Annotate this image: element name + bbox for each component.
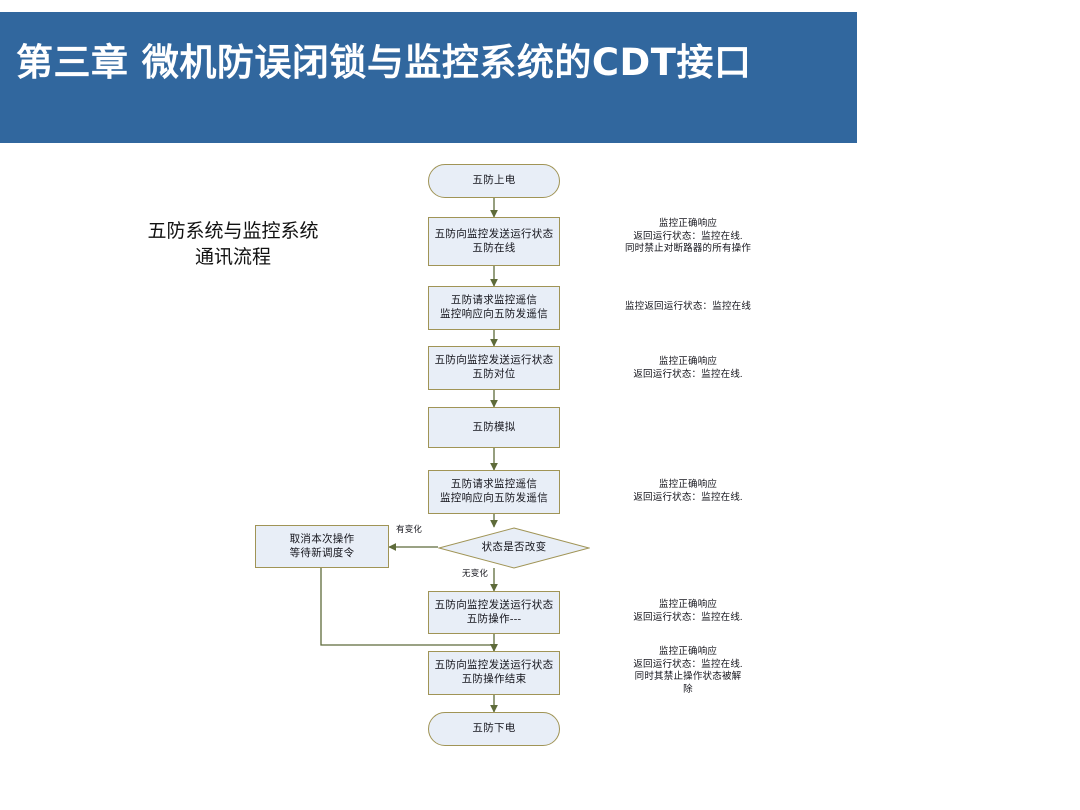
node-end-line-1: 五防下电 <box>472 723 516 734</box>
annotation-2: 监控返回运行状态：监控在线 <box>600 301 776 314</box>
node-p7-line-1: 五防向监控发送运行状态 <box>434 660 554 671</box>
node-p2-line-2: 监控响应向五防发遥信 <box>440 309 548 320</box>
edge-label-changed: 有变化 <box>396 524 423 534</box>
annotation-3-line-2: 返回运行状态：监控在线. <box>633 369 743 380</box>
node-send-status-aligned[interactable]: 五防向监控发送运行状态 五防对位 <box>428 346 560 390</box>
node-p1-line-1: 五防向监控发送运行状态 <box>434 228 554 240</box>
edge-label-unchanged: 无变化 <box>462 568 489 578</box>
annotation-4-line-2: 返回运行状态：监控在线. <box>633 492 743 503</box>
node-p1-line-2: 五防在线 <box>472 242 516 254</box>
annotation-1-line-3: 同时禁止对断路器的所有操作 <box>624 244 752 254</box>
node-send-status-operating[interactable]: 五防向监控发送运行状态 五防操作--- <box>428 591 560 634</box>
annotation-1-line-1: 监控正确响应 <box>658 219 718 229</box>
node-send-status-online[interactable]: 五防向监控发送运行状态 五防在线 <box>428 217 560 266</box>
node-p5-line-2: 监控响应向五防发遥信 <box>440 493 548 504</box>
node-cancel-line-1: 取消本次操作 <box>289 533 355 545</box>
annotation-3: 监控正确响应 返回运行状态：监控在线. <box>600 356 776 381</box>
annotation-4-line-1: 监控正确响应 <box>658 480 718 490</box>
node-p3-line-2: 五防对位 <box>472 369 516 380</box>
annotation-6: 监控正确响应 返回运行状态：监控在线. 同时其禁止操作状态被解 除 <box>600 646 776 696</box>
page-title: 第三章 微机防误闭锁与监控系统的CDT接口 <box>16 41 752 84</box>
annotation-6-line-3: 同时其禁止操作状态被解 <box>634 672 742 682</box>
annotation-6-line-2: 返回运行状态：监控在线. <box>633 659 743 670</box>
node-p2-line-1: 五防请求监控遥信 <box>450 295 538 306</box>
annotation-2-line-1: 监控返回运行状态：监控在线 <box>624 302 752 312</box>
node-p6-line-2: 五防操作--- <box>466 613 522 625</box>
node-p4-line-1: 五防模拟 <box>472 421 516 433</box>
node-decision-state-changed[interactable]: 状态是否改变 <box>438 527 590 569</box>
node-p7-line-2: 五防操作结束 <box>461 674 527 685</box>
node-start[interactable]: 五防上电 <box>428 164 560 198</box>
annotation-5-line-2: 返回运行状态：监控在线. <box>633 612 743 623</box>
node-p6-line-1: 五防向监控发送运行状态 <box>434 599 554 611</box>
node-end[interactable]: 五防下电 <box>428 712 560 746</box>
node-decision-label: 状态是否改变 <box>481 542 547 553</box>
node-start-line-1: 五防上电 <box>472 175 516 186</box>
annotation-6-line-4: 除 <box>683 684 693 695</box>
annotation-5-line-1: 监控正确响应 <box>658 600 718 610</box>
diamond-shape <box>438 527 590 569</box>
node-p3-line-1: 五防向监控发送运行状态 <box>434 355 554 366</box>
annotation-3-line-1: 监控正确响应 <box>658 357 718 367</box>
diagram-caption: 五防系统与监控系统 通讯流程 <box>108 218 358 270</box>
node-cancel-line-2: 等待新调度令 <box>289 547 355 559</box>
annotation-4: 监控正确响应 返回运行状态：监控在线. <box>600 479 776 504</box>
node-request-telemetry-1[interactable]: 五防请求监控遥信 监控响应向五防发遥信 <box>428 286 560 330</box>
caption-line-1: 五防系统与监控系统 <box>147 220 319 242</box>
caption-line-2: 通讯流程 <box>194 246 271 268</box>
annotation-5: 监控正确响应 返回运行状态：监控在线. <box>600 599 776 624</box>
annotation-1-line-2: 返回运行状态：监控在线. <box>633 231 743 242</box>
node-simulation[interactable]: 五防模拟 <box>428 407 560 448</box>
annotation-1: 监控正确响应 返回运行状态：监控在线. 同时禁止对断路器的所有操作 <box>600 218 776 256</box>
annotation-6-line-1: 监控正确响应 <box>658 647 718 657</box>
node-request-telemetry-2[interactable]: 五防请求监控遥信 监控响应向五防发遥信 <box>428 470 560 514</box>
edge-cancel-loop <box>320 568 498 652</box>
title-banner: 第三章 微机防误闭锁与监控系统的CDT接口 <box>0 12 857 143</box>
node-cancel-operation[interactable]: 取消本次操作 等待新调度令 <box>255 525 389 568</box>
node-send-status-operation-end[interactable]: 五防向监控发送运行状态 五防操作结束 <box>428 651 560 695</box>
node-p5-line-1: 五防请求监控遥信 <box>450 479 538 490</box>
